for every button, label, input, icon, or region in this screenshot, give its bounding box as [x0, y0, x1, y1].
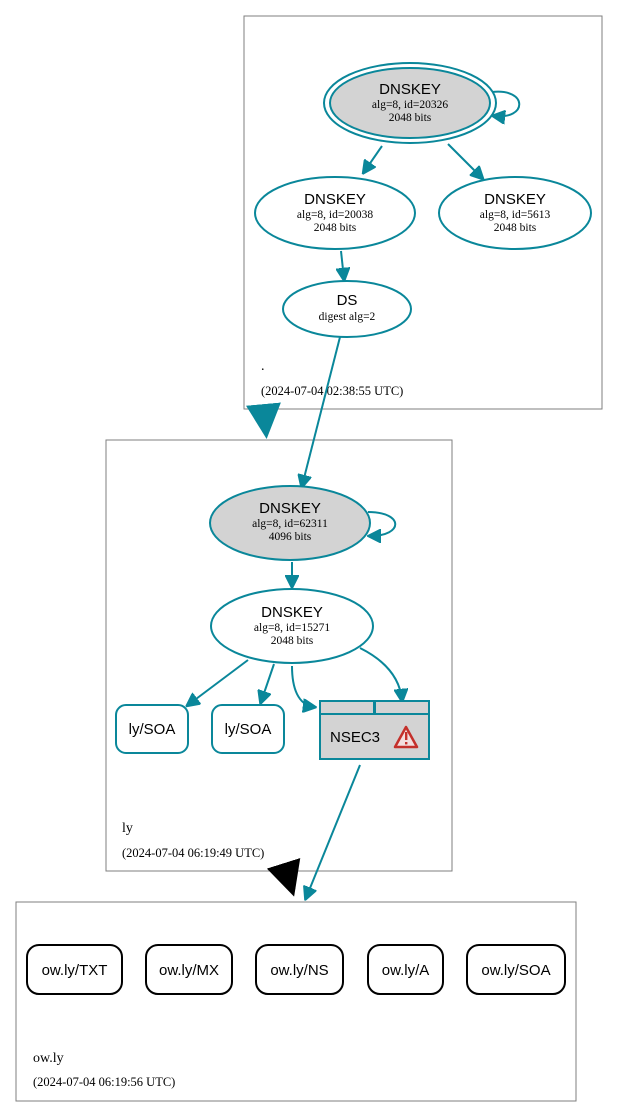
- ly-ksk-node[interactable]: DNSKEY alg=8, id=62311 4096 bits: [209, 485, 371, 561]
- zone-owly-name: ow.ly: [33, 1051, 64, 1066]
- zone-root-timestamp: (2024-07-04 02:38:55 UTC): [261, 384, 403, 398]
- zone-ly-name: ly: [122, 821, 133, 836]
- ds-line1: digest alg=2: [319, 311, 376, 323]
- self-loop-ly-ksk: [368, 511, 397, 536]
- edge-ds-ly-ksk: [302, 336, 341, 486]
- root-zsk2-line2: 2048 bits: [494, 222, 537, 234]
- ly-zsk-node[interactable]: DNSKEY alg=8, id=15271 2048 bits: [210, 588, 374, 664]
- self-loop-root-ksk: [492, 90, 521, 117]
- record-label: ow.ly/SOA: [481, 962, 550, 979]
- ly-soa-node-1[interactable]: ly/SOA: [115, 704, 189, 754]
- ds-title: DS: [337, 292, 358, 309]
- record-node[interactable]: ow.ly/MX: [145, 944, 233, 995]
- zone-root-name: .: [261, 359, 265, 374]
- zone-root-box: [243, 15, 603, 410]
- warning-triangle-icon: [393, 725, 419, 749]
- nsec3-node[interactable]: NSEC3: [319, 700, 430, 760]
- zone-root: . (2024-07-04 02:38:55 UTC): [243, 15, 603, 410]
- root-zsk2-line1: alg=8, id=5613: [480, 209, 551, 221]
- ly-soa-node-2[interactable]: ly/SOA: [211, 704, 285, 754]
- edge-ksk-zsk1: [364, 145, 383, 172]
- ly-zsk-line1: alg=8, id=15271: [254, 622, 330, 634]
- record-label: ow.ly/A: [382, 962, 430, 979]
- ly-soa-1-label: ly/SOA: [129, 721, 176, 738]
- ly-zsk-line2: 2048 bits: [271, 635, 314, 647]
- delegation-arrow-root-ly: [246, 402, 281, 439]
- record-label: ow.ly/MX: [159, 962, 219, 979]
- nsec3-label: NSEC3: [330, 729, 380, 746]
- edge-zsk-nsec3-a: [291, 665, 314, 707]
- root-ksk-line2: 2048 bits: [389, 112, 432, 124]
- zone-owly: ow.ly (2024-07-04 06:19:56 UTC): [15, 901, 577, 1102]
- zone-owly-box: [15, 901, 577, 1102]
- zone-owly-timestamp: (2024-07-04 06:19:56 UTC): [33, 1075, 175, 1089]
- record-node[interactable]: ow.ly/TXT: [26, 944, 123, 995]
- delegation-arrow-ly-owly: [266, 858, 301, 897]
- ly-ksk-line1: alg=8, id=62311: [252, 518, 328, 530]
- edge-ksk-zsk2: [447, 143, 482, 178]
- root-zsk1-line1: alg=8, id=20038: [297, 209, 373, 221]
- root-ksk-line1: alg=8, id=20326: [372, 99, 448, 111]
- ly-soa-2-label: ly/SOA: [225, 721, 272, 738]
- edge-zsk-nsec3-b: [359, 647, 402, 700]
- edge-nsec3-owly: [306, 764, 361, 898]
- root-ksk-title: DNSKEY: [379, 81, 441, 98]
- edge-zsk-soa2: [261, 663, 275, 702]
- record-node[interactable]: ow.ly/SOA: [466, 944, 566, 995]
- root-zsk2-title: DNSKEY: [484, 191, 546, 208]
- zone-ly-timestamp: (2024-07-04 06:19:49 UTC): [122, 846, 264, 860]
- record-label: ow.ly/NS: [270, 962, 328, 979]
- ds-node[interactable]: DS digest alg=2: [282, 280, 412, 338]
- root-zsk1-node[interactable]: DNSKEY alg=8, id=20038 2048 bits: [254, 176, 416, 250]
- edge-zsk-soa1: [188, 659, 249, 705]
- ly-zsk-title: DNSKEY: [261, 604, 323, 621]
- record-node[interactable]: ow.ly/NS: [255, 944, 344, 995]
- root-zsk1-line2: 2048 bits: [314, 222, 357, 234]
- ly-ksk-title: DNSKEY: [259, 500, 321, 517]
- record-label: ow.ly/TXT: [42, 962, 108, 979]
- edge-zsk1-ds: [341, 250, 344, 279]
- ly-ksk-line2: 4096 bits: [269, 531, 312, 543]
- owly-records: ow.ly/TXT ow.ly/MX ow.ly/NS ow.ly/A ow.l…: [26, 944, 566, 995]
- root-ksk-node[interactable]: DNSKEY alg=8, id=20326 2048 bits: [323, 62, 497, 144]
- root-zsk1-title: DNSKEY: [304, 191, 366, 208]
- root-zsk2-node[interactable]: DNSKEY alg=8, id=5613 2048 bits: [438, 176, 592, 250]
- record-node[interactable]: ow.ly/A: [367, 944, 444, 995]
